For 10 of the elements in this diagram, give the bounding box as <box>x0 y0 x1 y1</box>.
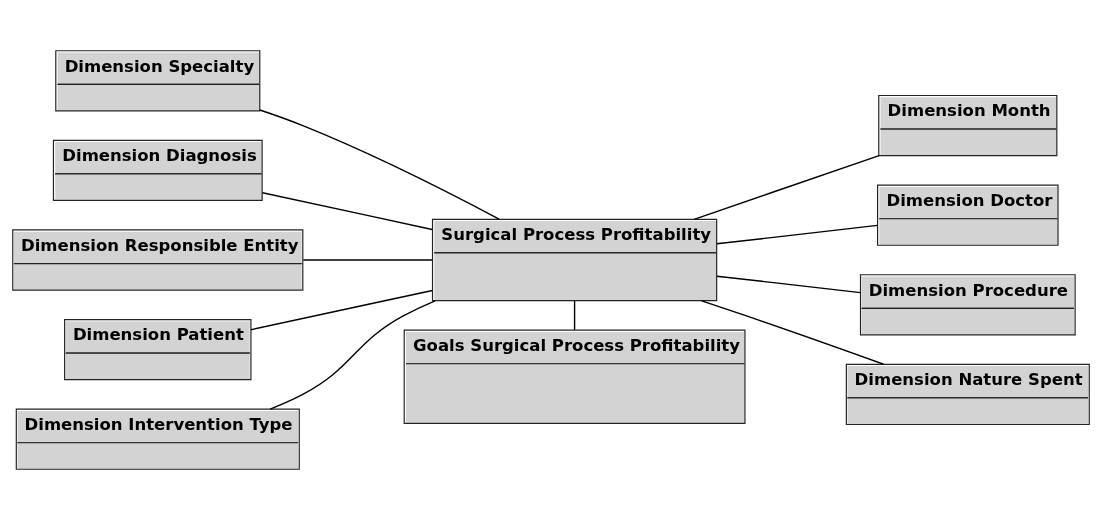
connector <box>700 299 885 365</box>
connector <box>716 224 879 245</box>
connector <box>261 191 433 230</box>
connector <box>302 258 434 261</box>
connector <box>250 289 434 330</box>
connector <box>259 108 500 220</box>
connector <box>269 299 436 410</box>
connector <box>693 154 880 220</box>
connector <box>573 299 576 330</box>
connector <box>716 274 862 293</box>
